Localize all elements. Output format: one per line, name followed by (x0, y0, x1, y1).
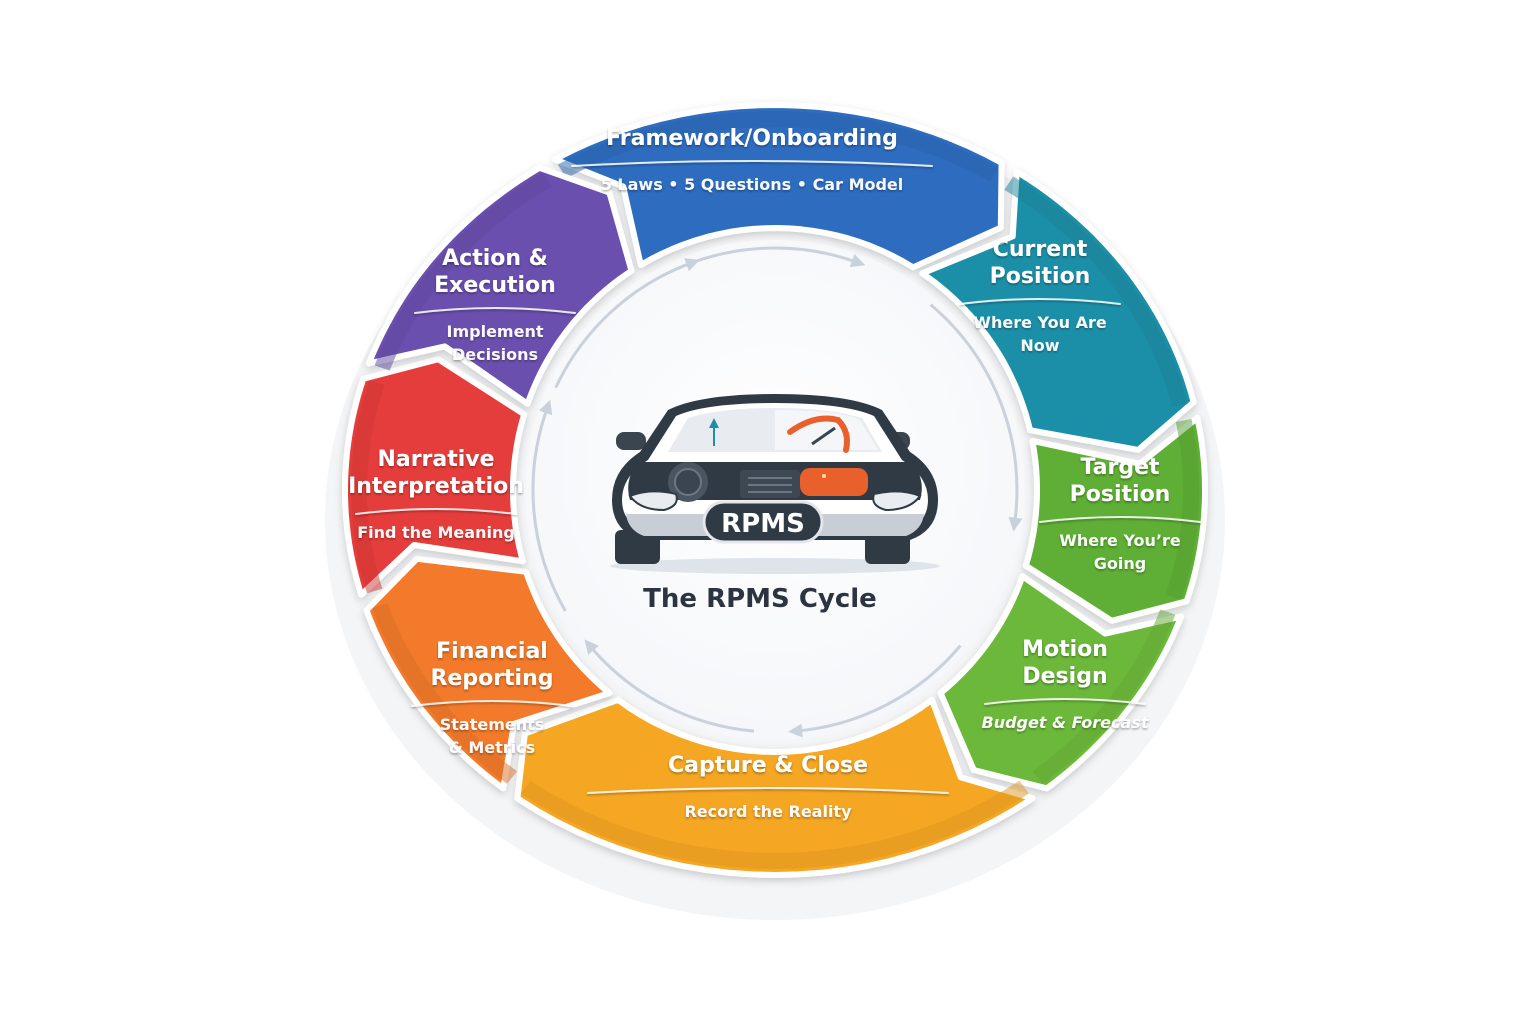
segment-depth-band (1004, 176, 1188, 408)
segment-depth-band (374, 172, 552, 371)
segment-divider (1039, 516, 1201, 523)
arrow-head-icon (1008, 516, 1023, 532)
segment-title: Target (1080, 455, 1160, 480)
segment-title: Reporting (430, 666, 553, 691)
segment-title: Motion (1022, 637, 1108, 662)
segment-depth-band (1165, 419, 1199, 600)
segment-subtitle: Statements (440, 715, 545, 734)
segment-8 (365, 164, 635, 407)
segment-title: Interpretation (348, 474, 524, 499)
flow-arrows (531, 246, 1023, 738)
segment-subtitle: Going (1094, 554, 1146, 573)
segment-shape (551, 102, 1005, 271)
segment-title: Current (993, 237, 1088, 262)
arrow-head-icon (788, 723, 803, 738)
segment-3 (1022, 414, 1208, 624)
segments-layer (342, 102, 1208, 878)
segment-2 (919, 168, 1197, 453)
segment-depth-band (557, 111, 999, 182)
segment-depth-band (351, 380, 385, 594)
arrow-head-icon (849, 254, 866, 268)
segment-title: Execution (434, 273, 556, 298)
segment-shape (365, 164, 635, 407)
segment-divider (959, 298, 1121, 305)
segment-title: Position (990, 264, 1091, 289)
flow-arrow-arc (531, 406, 567, 612)
segment-subtitle: 5 Laws • 5 Questions • Car Model (601, 175, 904, 194)
segment-shape (1022, 414, 1208, 624)
flow-arrow-arc (588, 644, 755, 733)
segment-shape (937, 573, 1185, 792)
segment-depth-band (1032, 609, 1176, 784)
flow-arrow-arc (554, 261, 693, 389)
segment-title: Financial (436, 639, 548, 664)
segment-subtitle: Implement (447, 322, 544, 341)
flow-arrow-arc (795, 644, 962, 733)
segment-divider (984, 698, 1146, 705)
segment-label-1: Framework/Onboarding 5 Laws • 5 Questions… (571, 126, 933, 194)
arrow-head-icon (539, 399, 553, 416)
segment-subtitle: Where You’re (1059, 531, 1181, 550)
segment-title: Framework/Onboarding (606, 126, 898, 151)
center-title: The RPMS Cycle (643, 584, 877, 614)
segment-title: Design (1022, 664, 1107, 689)
segment-6 (363, 555, 613, 792)
segment-depth-band (521, 780, 1029, 869)
segment-divider (355, 508, 517, 515)
segment-shape (342, 356, 528, 598)
segment-subtitle: Where You Are (973, 313, 1107, 332)
rpms-badge (702, 500, 824, 544)
segment-depth-band (372, 603, 518, 784)
segment-4 (937, 573, 1185, 792)
segment-divider (411, 700, 573, 707)
segment-subtitle: Record the Reality (684, 802, 852, 821)
segment-subtitle: Find the Meaning (357, 523, 515, 542)
arrow-head-icon (584, 639, 599, 655)
segment-title: Position (1070, 482, 1171, 507)
rpms-badge-label: RPMS (721, 509, 805, 539)
segment-subtitle: Budget & Forecast (982, 713, 1150, 732)
segment-divider (587, 787, 949, 794)
car-icon: RPMS (610, 394, 940, 574)
segment-7 (342, 356, 528, 598)
arrow-head-icon (684, 258, 700, 272)
segment-subtitle: & Metrics (449, 738, 535, 757)
segment-shape (363, 555, 613, 792)
labels-layer: Framework/Onboarding 5 Laws • 5 Questions… (348, 126, 1201, 821)
segment-subtitle: Decisions (452, 345, 538, 364)
segment-title: Narrative (377, 447, 494, 472)
segment-divider (571, 160, 933, 167)
segment-subtitle: Now (1020, 336, 1059, 355)
segment-title: Capture & Close (668, 753, 868, 778)
segment-divider (414, 307, 576, 314)
segment-title: Action & (442, 246, 548, 271)
segment-1 (551, 102, 1005, 271)
segment-shape (919, 168, 1197, 453)
flow-arrow-arc (929, 303, 1019, 524)
